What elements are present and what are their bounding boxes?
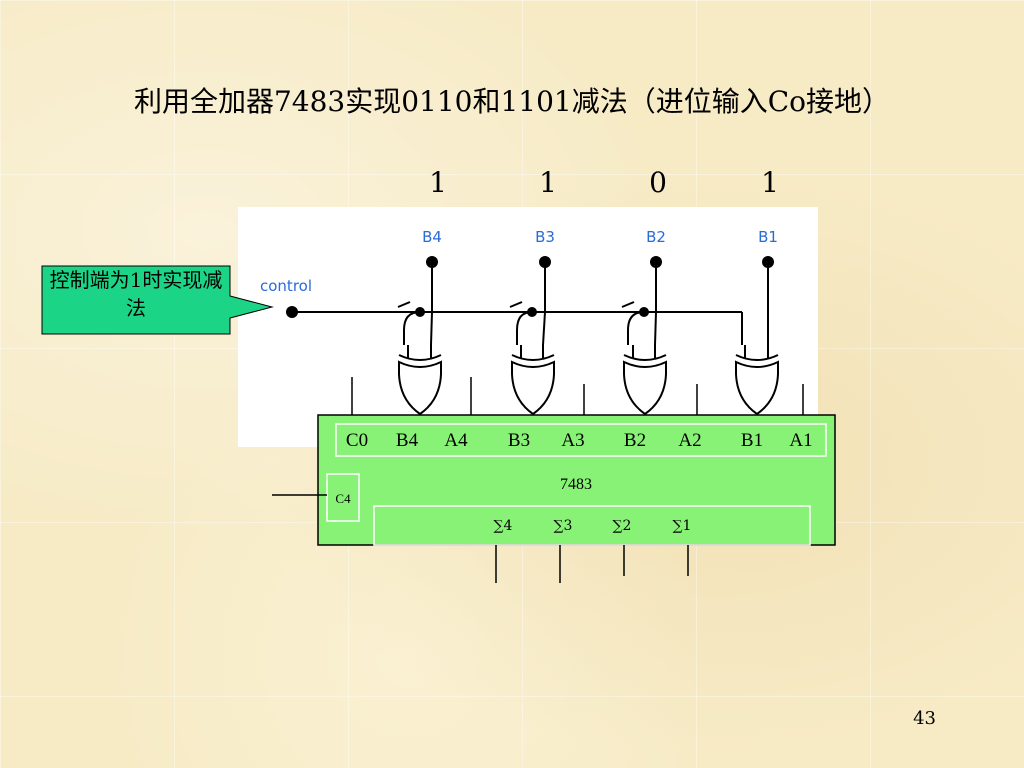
chip-pin-labels: C0 B4 A4 B3 A3 B2 A2 B1 A1 bbox=[346, 430, 813, 451]
chip-input-row bbox=[335, 423, 827, 457]
chip-output-wires bbox=[272, 494, 689, 583]
label-b4: B4 bbox=[422, 228, 442, 246]
callout-box bbox=[41, 265, 274, 335]
control-junctions bbox=[286, 306, 649, 318]
pin-c4: C4 bbox=[335, 491, 351, 506]
b-terminals bbox=[426, 256, 774, 268]
pin-c0: C0 bbox=[346, 430, 368, 451]
top-bit-2: 0 bbox=[649, 166, 667, 199]
callout-text: 控制端为1时实现减法 bbox=[49, 268, 223, 320]
label-control: control bbox=[260, 277, 312, 295]
slide-title: 利用全加器7483实现0110和1101减法（进位输入Co接地） bbox=[133, 85, 891, 118]
top-bit-3: 1 bbox=[539, 166, 557, 199]
chip-7483 bbox=[317, 414, 836, 546]
pin-b4: B4 bbox=[396, 430, 419, 451]
xor-input-stubs bbox=[407, 345, 769, 358]
pin-b2: B2 bbox=[624, 430, 646, 451]
top-bit-1: 1 bbox=[761, 166, 779, 199]
b-input-wires bbox=[430, 262, 769, 346]
pin-sum3: ∑3 bbox=[554, 518, 573, 534]
label-b1: B1 bbox=[758, 228, 778, 246]
chip-sum-row bbox=[373, 505, 811, 546]
chip-carry-box bbox=[326, 473, 360, 522]
pin-sum2: ∑2 bbox=[613, 518, 632, 534]
page-number: 43 bbox=[913, 708, 936, 729]
chip-sum-labels: ∑4 ∑3 ∑2 ∑1 bbox=[494, 518, 692, 534]
pin-b1: B1 bbox=[741, 430, 763, 451]
label-b3: B3 bbox=[535, 228, 555, 246]
top-bit-4: 1 bbox=[429, 166, 447, 199]
pin-sum4: ∑4 bbox=[494, 518, 513, 534]
pin-a1: A1 bbox=[789, 430, 812, 451]
pin-a2: A2 bbox=[678, 430, 701, 451]
pin-a4: A4 bbox=[444, 430, 468, 451]
pin-a3: A3 bbox=[561, 430, 584, 451]
pin-sum1: ∑1 bbox=[673, 518, 692, 534]
label-b2: B2 bbox=[646, 228, 666, 246]
pin-b3: B3 bbox=[508, 430, 530, 451]
chip-name: 7483 bbox=[560, 476, 592, 493]
